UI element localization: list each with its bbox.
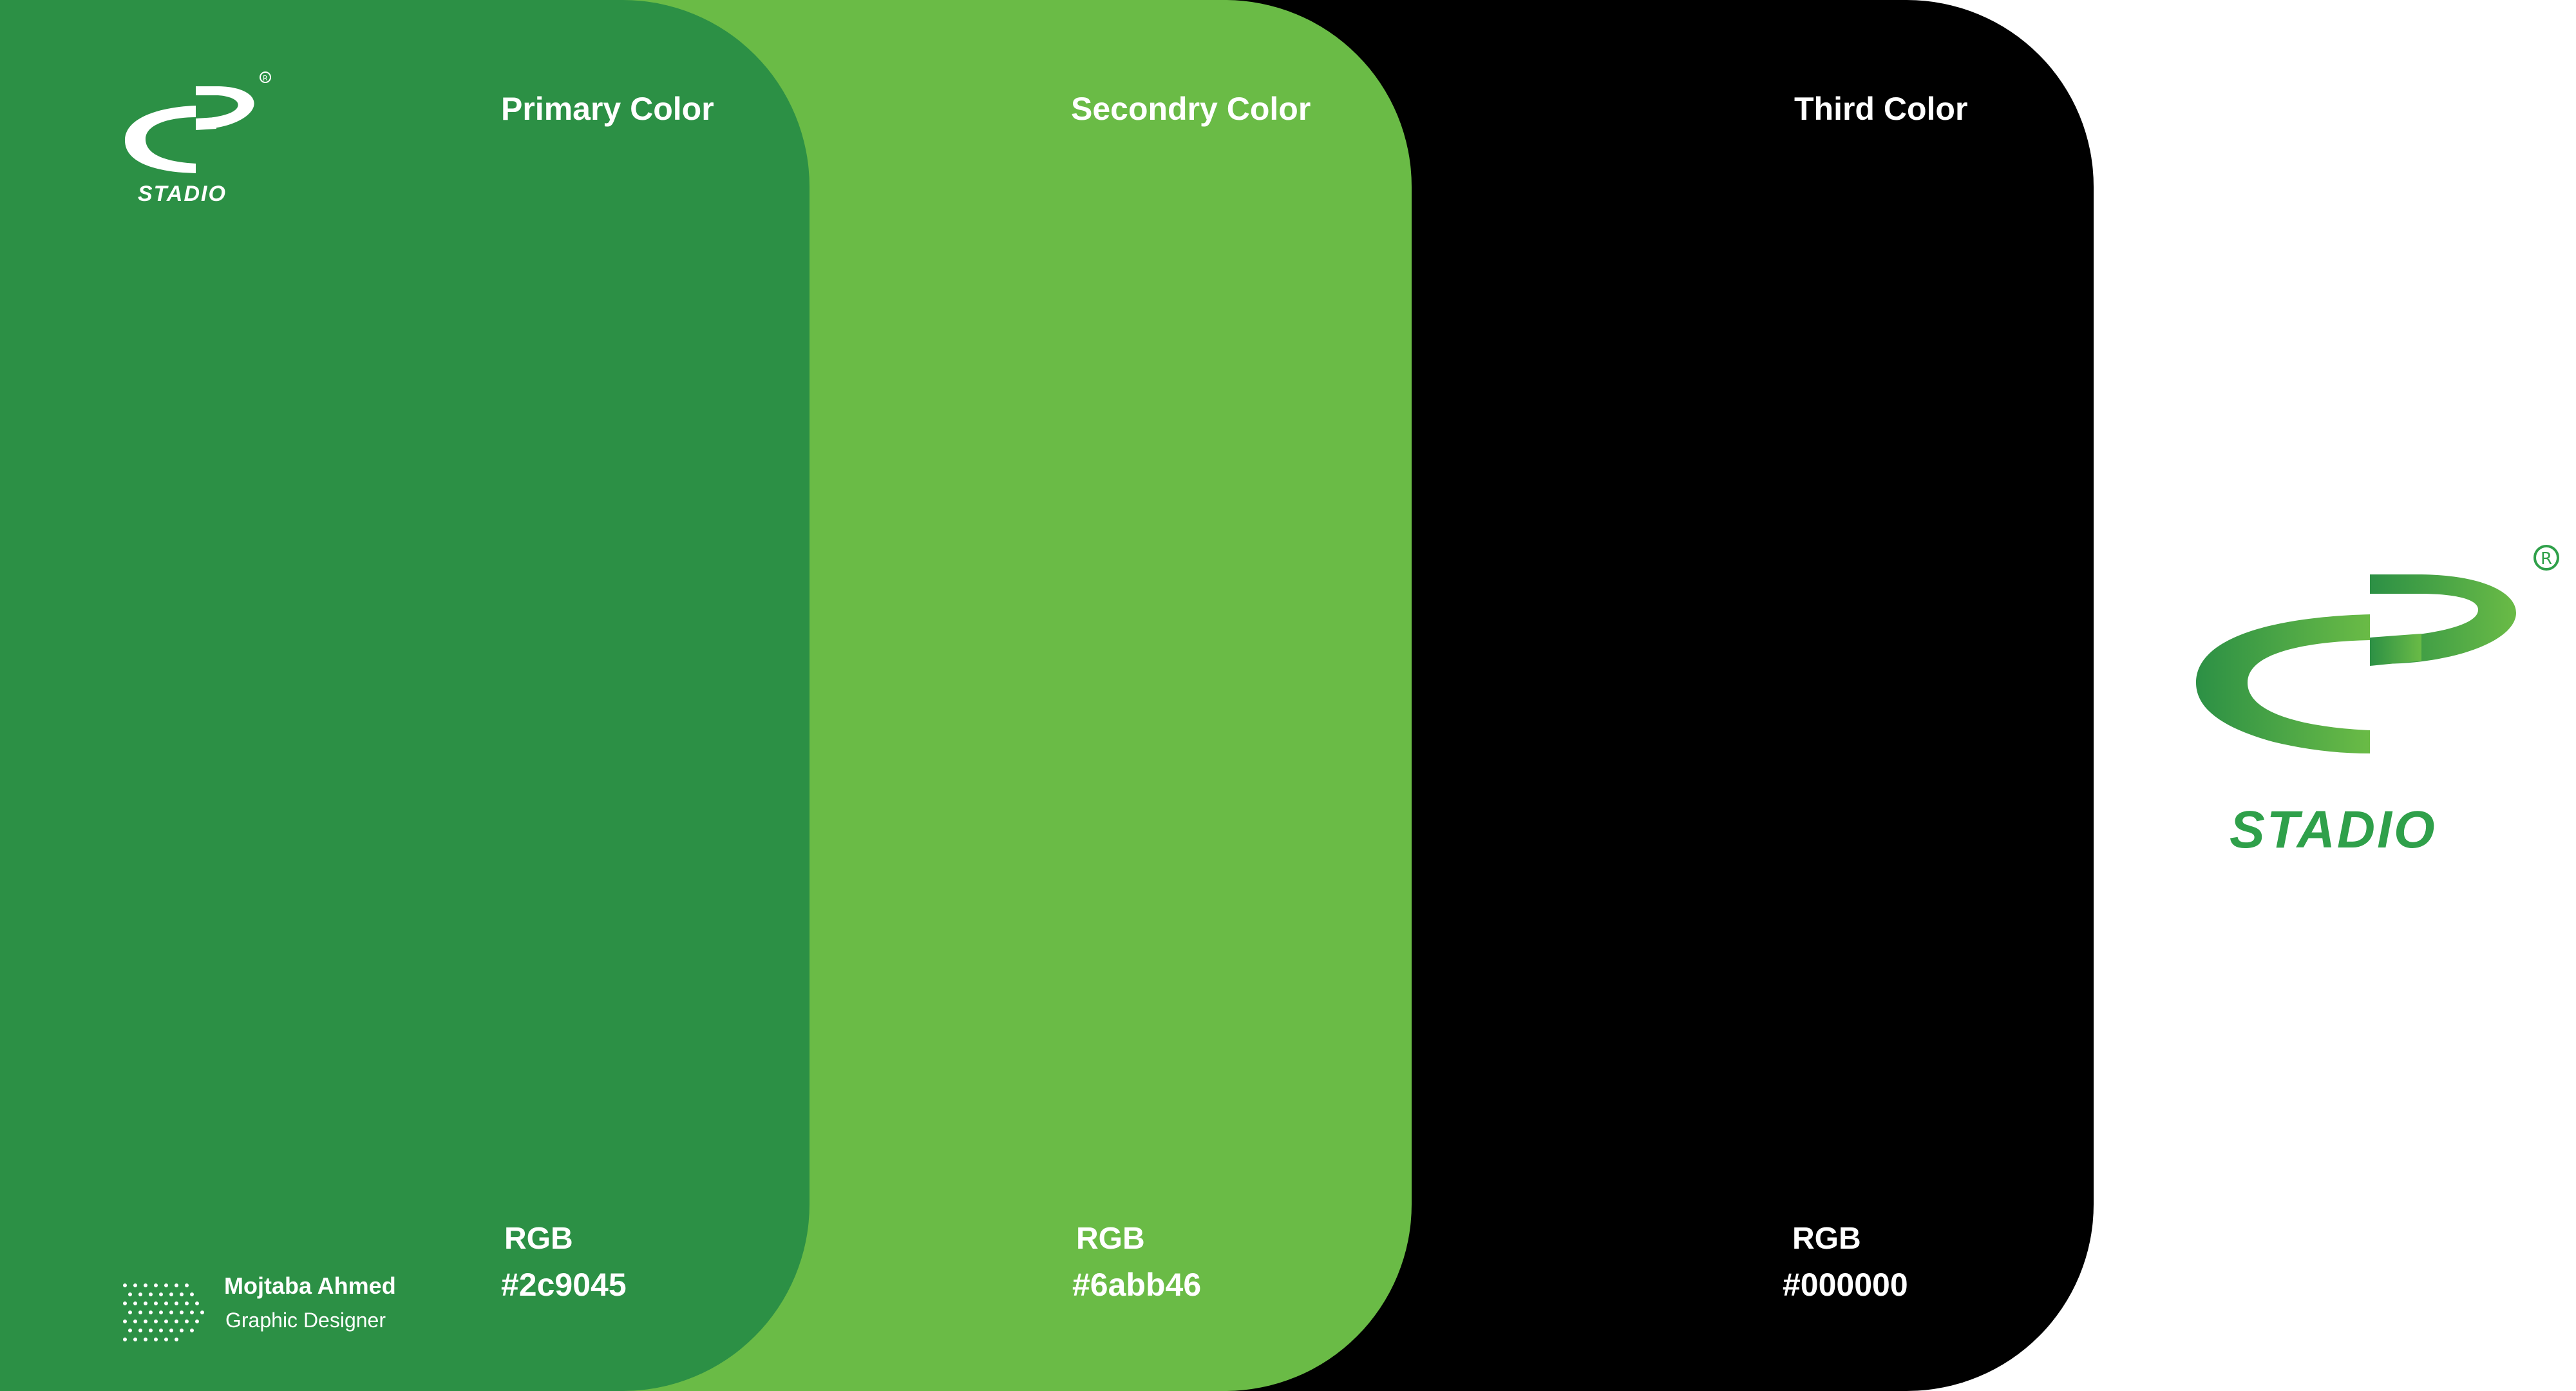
third-rgb-label: RGB bbox=[1792, 1222, 1861, 1256]
dot-grid-icon bbox=[123, 1283, 204, 1341]
designer-credit: Mojtaba Ahmed Graphic Designer bbox=[121, 1273, 417, 1350]
stadio-logo-icon: R bbox=[125, 71, 271, 173]
primary-hex-value: #2c9045 bbox=[501, 1267, 627, 1303]
designer-name: Mojtaba Ahmed bbox=[224, 1273, 396, 1299]
stadio-logo-icon: R bbox=[2196, 545, 2559, 753]
third-color-title: Third Color bbox=[1794, 91, 1968, 127]
big-logo-wordmark: STADIO bbox=[2230, 800, 2437, 859]
third-hex-value: #000000 bbox=[1783, 1267, 1908, 1303]
secondary-color-title: Secondry Color bbox=[1071, 91, 1311, 127]
secondary-hex-value: #6abb46 bbox=[1072, 1267, 1202, 1303]
secondary-rgb-label: RGB bbox=[1076, 1222, 1145, 1256]
primary-color-swatch bbox=[0, 0, 810, 1391]
small-logo: R STADIO bbox=[120, 67, 274, 215]
small-logo-wordmark: STADIO bbox=[138, 182, 227, 206]
designer-role: Graphic Designer bbox=[225, 1309, 386, 1332]
svg-text:R: R bbox=[2541, 549, 2552, 569]
primary-rgb-label: RGB bbox=[504, 1222, 573, 1256]
big-logo: R STADIO bbox=[2177, 535, 2563, 869]
svg-text:R: R bbox=[263, 74, 268, 82]
primary-color-title: Primary Color bbox=[501, 91, 714, 127]
